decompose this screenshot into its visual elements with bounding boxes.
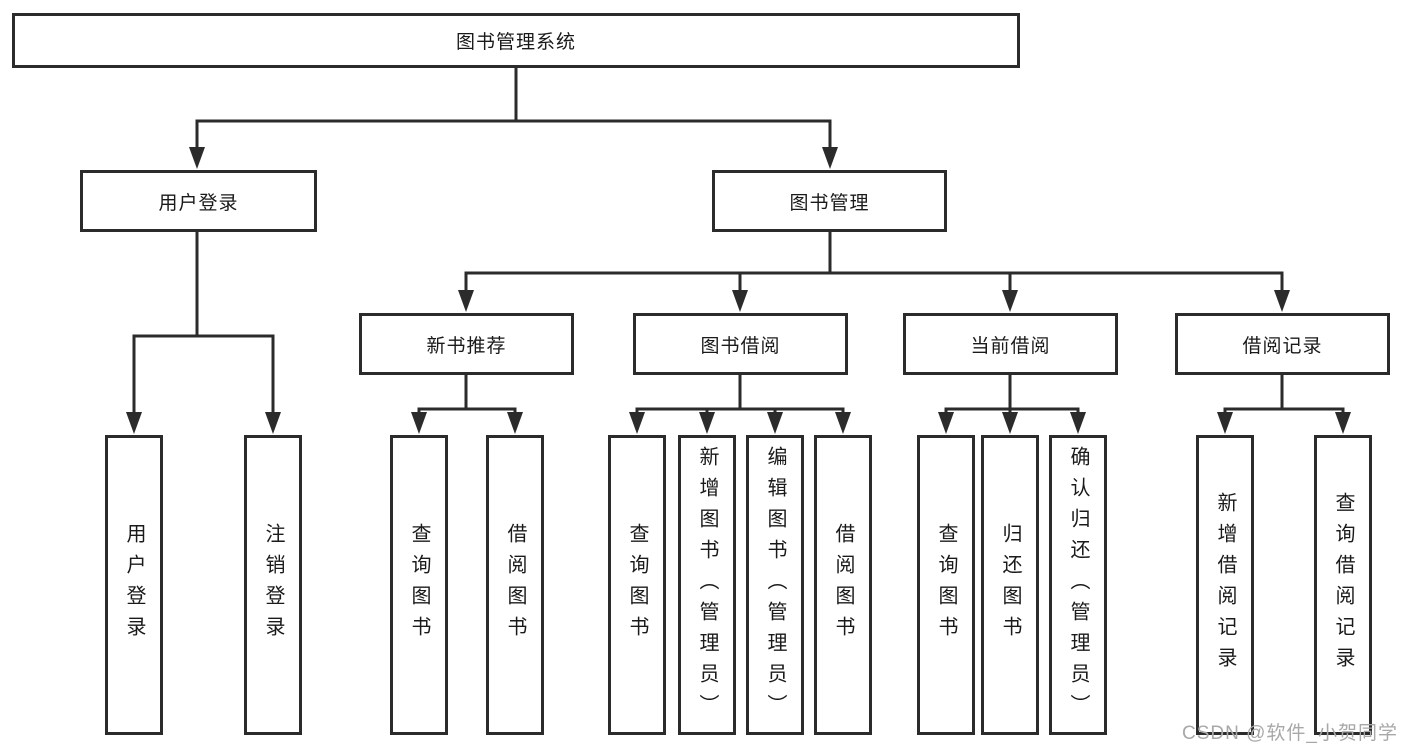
node-label: 图书管理 xyxy=(789,192,870,214)
node-book-management: 图书管理 xyxy=(712,170,947,232)
node-library-management-system: 图书管理系统 xyxy=(12,13,1020,68)
csdn-watermark: CSDN @软件_小贺同学 xyxy=(1182,723,1398,744)
node-borrowing-records: 借阅记录 xyxy=(1175,313,1390,375)
node-new-book-recommendation: 新书推荐 xyxy=(359,313,574,375)
leaf-query-books: 查询图书 xyxy=(608,435,666,735)
node-current-borrowing: 当前借阅 xyxy=(903,313,1118,375)
node-label: 新书推荐 xyxy=(426,335,507,357)
node-label: 图书借阅 xyxy=(700,335,781,357)
node-label: 当前借阅 xyxy=(970,335,1051,357)
leaf-add-books-admin: 新增图书（管理员） xyxy=(678,435,736,735)
leaf-query-books: 查询图书 xyxy=(917,435,975,735)
node-user-login: 用户登录 xyxy=(80,170,317,232)
leaf-borrow-books: 借阅图书 xyxy=(814,435,872,735)
node-label: 用户登录 xyxy=(158,192,239,214)
leaf-add-borrow-record: 新增借阅记录 xyxy=(1196,435,1254,735)
leaf-return-books: 归还图书 xyxy=(981,435,1039,735)
leaf-logout: 注销登录 xyxy=(244,435,302,735)
leaf-borrow-books: 借阅图书 xyxy=(486,435,544,735)
node-label: 借阅记录 xyxy=(1242,335,1323,357)
leaf-query-borrow-record: 查询借阅记录 xyxy=(1314,435,1372,735)
leaf-edit-books-admin: 编辑图书（管理员） xyxy=(746,435,804,735)
leaf-query-books: 查询图书 xyxy=(390,435,448,735)
leaf-confirm-return-admin: 确认归还（管理员） xyxy=(1049,435,1107,735)
node-label: 图书管理系统 xyxy=(455,32,576,53)
node-book-borrowing: 图书借阅 xyxy=(633,313,848,375)
leaf-user-login: 用户登录 xyxy=(105,435,163,735)
